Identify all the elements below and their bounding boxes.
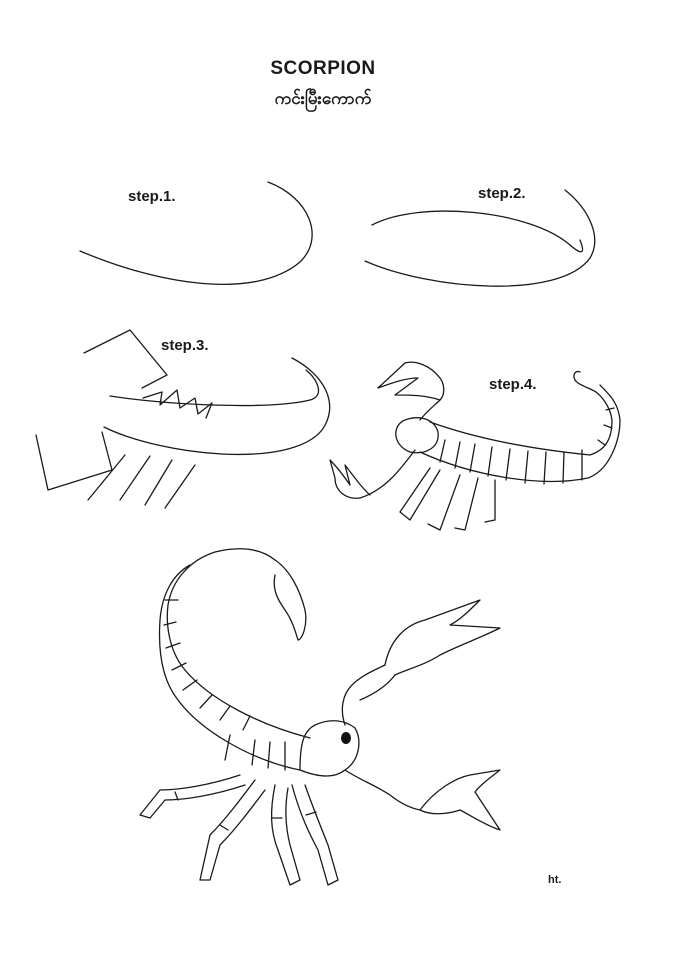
artist-initials: ht. — [548, 874, 562, 886]
step-3-leg-4 — [164, 464, 196, 509]
step-4-lower-pincer — [329, 459, 371, 499]
step-2-label: step.2. — [478, 185, 526, 202]
final-leg-joints — [174, 791, 317, 831]
final-stinger — [273, 559, 307, 641]
step-2-inner-curve — [371, 210, 584, 253]
step-3-body-outer — [103, 357, 331, 456]
step-4-body-bottom — [419, 384, 621, 483]
step-3-lower-claw-block — [35, 431, 113, 491]
step-3-body-inner — [109, 369, 320, 407]
step-3-upper-claw-block — [83, 329, 168, 389]
step-3-sketch — [35, 329, 331, 509]
step-4-legs — [399, 467, 496, 531]
final-body-segments — [224, 734, 286, 771]
final-lower-pincer — [419, 769, 501, 831]
final-leg-3 — [270, 784, 301, 886]
step-4-lower-claw-arm — [359, 449, 416, 499]
final-leg-4 — [291, 784, 339, 886]
step-4-body-segments — [439, 407, 615, 485]
step-4-label: step.4. — [489, 376, 537, 393]
step-1-body-curve — [79, 181, 313, 285]
step-4-upper-pincer — [377, 361, 441, 401]
final-leg-1 — [139, 774, 246, 819]
step-2-sketch — [364, 189, 596, 287]
page-subtitle-burmese: ကင်းမြီးကောက် — [274, 89, 372, 108]
final-upper-pincer — [384, 599, 501, 676]
step-3-leg-1 — [87, 454, 126, 501]
step-4-body-top — [429, 391, 613, 456]
final-body-outline — [299, 720, 360, 777]
step-3-label: step.3. — [161, 337, 209, 354]
final-upper-claw-arm — [341, 664, 386, 726]
final-upper-claw-joint — [359, 674, 396, 701]
step-3-leg-2 — [119, 455, 151, 501]
step-4-head — [395, 417, 439, 454]
step-1-label: step.1. — [128, 188, 176, 205]
step-4-tail-stinger — [573, 370, 597, 393]
step-2-outer-curve — [364, 189, 596, 287]
final-leg-2 — [199, 779, 266, 881]
final-tail-segments — [163, 599, 251, 731]
step-4-upper-claw-arm — [419, 377, 445, 421]
step-1-sketch — [79, 181, 313, 285]
final-lower-claw-arm — [344, 769, 421, 811]
final-eye — [341, 732, 351, 744]
final-scorpion-drawing — [139, 548, 501, 886]
step-3-leg-3 — [144, 459, 173, 506]
final-tail-inner — [158, 564, 301, 771]
step-4-sketch — [329, 361, 621, 531]
page-title: SCORPION — [270, 58, 376, 79]
step-3-spines — [142, 389, 213, 419]
final-tail-outer — [166, 548, 311, 739]
